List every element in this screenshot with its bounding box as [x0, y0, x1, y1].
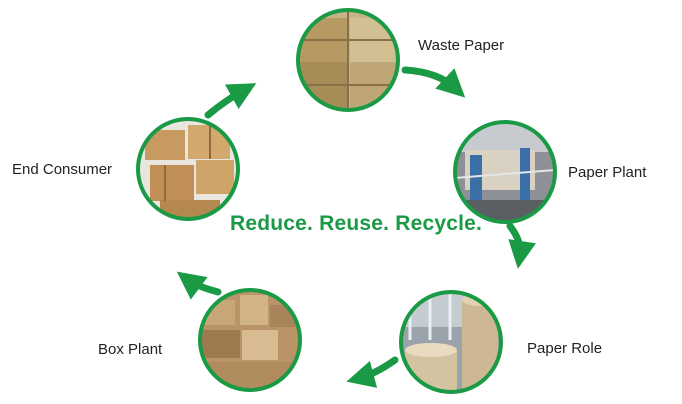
stage-label-end-consumer: End Consumer	[12, 161, 113, 178]
end-consumer-photo	[136, 117, 240, 221]
arrow-consumer-to-waste	[204, 83, 257, 119]
arrow-plant-to-role	[506, 222, 536, 269]
tagline: Reduce. Reuse. Recycle.	[230, 212, 483, 235]
arrow-box-to-consumer	[176, 271, 222, 300]
stage-label-box-plant: Box Plant	[98, 341, 163, 358]
stage-label-paper-role: Paper Role	[527, 340, 603, 357]
paper-plant-photo	[453, 120, 557, 224]
stage-label-paper-plant: Paper Plant	[568, 164, 647, 181]
arrow-role-to-box	[346, 356, 399, 388]
box-plant-photo	[198, 288, 302, 392]
paper-role-photo	[399, 290, 503, 394]
stage-label-waste-paper: Waste Paper	[418, 37, 505, 54]
cycle-arrows	[176, 66, 536, 388]
arrow-waste-to-plant	[401, 66, 466, 98]
waste-paper-photo	[296, 8, 400, 112]
